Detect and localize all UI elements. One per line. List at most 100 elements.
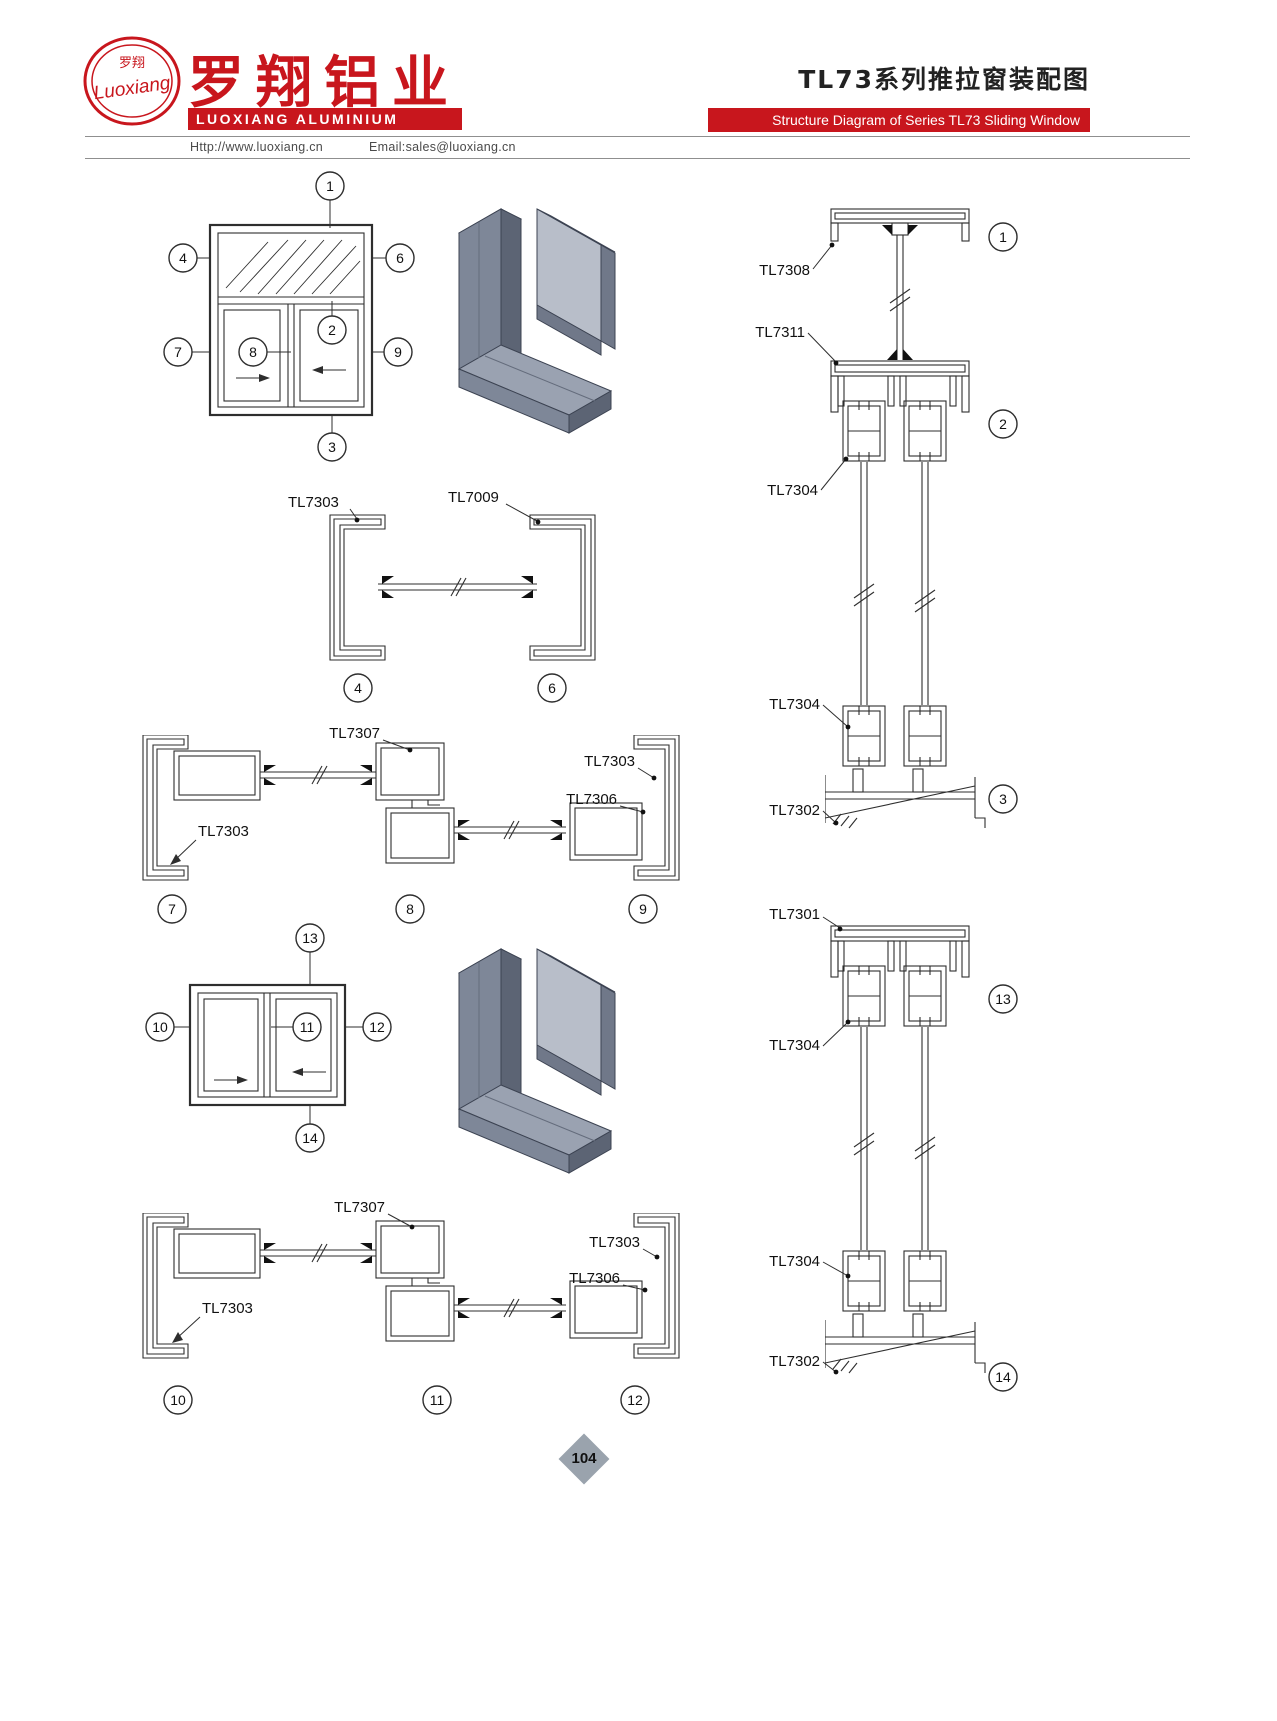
elevation-diagram-bottom: 13 10 11 12 14 — [145, 923, 392, 1153]
svg-text:TL7304: TL7304 — [767, 482, 818, 499]
logo-en-text: Luoxiang — [92, 73, 172, 105]
callout-3: 3 — [317, 432, 347, 462]
svg-text:TL7311: TL7311 — [755, 324, 805, 341]
svg-text:1: 1 — [999, 229, 1007, 245]
profile-tl7311 — [830, 360, 970, 413]
callout-11: 11 — [292, 1012, 322, 1042]
profile-tl7302 — [825, 768, 986, 829]
svg-text:TL7303: TL7303 — [584, 753, 635, 770]
slide-arrow-left — [214, 1076, 248, 1084]
label-tl7302: TL7302 — [769, 802, 839, 826]
elevation-diagram-top: 1 4 6 2 7 8 9 3 — [163, 171, 415, 462]
svg-text:14: 14 — [302, 1130, 318, 1146]
callout-4: 4 — [168, 243, 198, 273]
isometric-corner-view-bottom — [458, 948, 616, 1174]
profile-tl7302 — [825, 1313, 986, 1374]
svg-text:4: 4 — [179, 250, 187, 266]
svg-text:2: 2 — [999, 416, 1007, 432]
svg-text:7: 7 — [174, 344, 182, 360]
label-tl7301: TL7301 — [769, 906, 843, 932]
callout-14: 14 — [988, 1362, 1018, 1392]
label-tl7304-upper: TL7304 — [767, 456, 849, 499]
profile-tl7303-jamb — [329, 514, 386, 661]
svg-text:TL7303: TL7303 — [198, 823, 249, 840]
slide-arrow-right — [312, 366, 346, 374]
label-tl7306: TL7306 — [569, 1270, 648, 1293]
profile-tl7304-bottom-left — [842, 1250, 886, 1312]
callout-7: 7 — [157, 894, 187, 924]
svg-text:6: 6 — [396, 250, 404, 266]
svg-text:TL7303: TL7303 — [202, 1300, 253, 1317]
svg-text:TL7306: TL7306 — [566, 791, 617, 808]
callout-6: 6 — [385, 243, 415, 273]
slide-arrow-left — [236, 374, 270, 382]
page-title-en-bar: Structure Diagram of Series TL73 Sliding… — [708, 108, 1090, 132]
profile-tl7301 — [830, 925, 970, 978]
logo-cn-text: 罗翔 — [119, 55, 145, 70]
profile-tl7304-top-left — [842, 400, 886, 462]
callout-4: 4 — [343, 673, 373, 703]
svg-text:TL7303: TL7303 — [288, 494, 339, 511]
svg-text:TL7306: TL7306 — [569, 1270, 620, 1287]
svg-text:TL7304: TL7304 — [769, 696, 820, 713]
page-number: 104 — [571, 1450, 597, 1467]
isometric-corner-view-top — [458, 208, 616, 434]
svg-text:TL7304: TL7304 — [769, 1253, 820, 1270]
company-logo: 罗翔 Luoxiang — [83, 36, 181, 126]
label-tl7308: TL7308 — [759, 242, 835, 279]
glazing-gaskets — [382, 576, 533, 598]
label-tl7307: TL7307 — [334, 1199, 415, 1230]
label-tl7302: TL7302 — [769, 1353, 839, 1375]
slide-arrow-right — [292, 1068, 326, 1076]
profile-tl7304-top-right — [903, 400, 947, 462]
callout-leaders — [174, 952, 363, 1124]
svg-text:TL7307: TL7307 — [334, 1199, 385, 1216]
svg-text:12: 12 — [627, 1392, 643, 1408]
callout-10: 10 — [145, 1012, 175, 1042]
profile-tl7304-top-right — [903, 965, 947, 1027]
corner-profile-3d — [458, 208, 616, 434]
callout-11: 11 — [422, 1385, 452, 1415]
callout-9: 9 — [628, 894, 658, 924]
callout-7: 7 — [163, 337, 193, 367]
callout-14: 14 — [295, 1123, 325, 1153]
label-tl7304-lower: TL7304 — [769, 1253, 851, 1279]
callout-1: 1 — [988, 222, 1018, 252]
profile-tl7304-bottom-right — [903, 1250, 947, 1312]
svg-text:TL7302: TL7302 — [769, 802, 820, 819]
label-tl7304-lower: TL7304 — [769, 696, 851, 730]
svg-text:4: 4 — [354, 680, 362, 696]
svg-text:14: 14 — [995, 1369, 1011, 1385]
label-tl7009: TL7009 — [448, 489, 541, 525]
vertical-section-top: TL7308 TL7311 TL7304 TL7304 TL7302 1 2 3 — [755, 208, 1018, 829]
window-frame — [188, 983, 347, 1107]
brand-name-cn: 罗翔铝业 — [188, 51, 460, 116]
corner-profile-3d — [458, 948, 616, 1174]
svg-text:2: 2 — [328, 322, 336, 338]
vertical-section-bottom: TL7301 TL7304 TL7304 TL7302 13 14 — [769, 906, 1018, 1392]
svg-text:3: 3 — [999, 791, 1007, 807]
callout-2: 2 — [988, 409, 1018, 439]
profile-tl7308 — [830, 208, 970, 242]
callout-12: 12 — [362, 1012, 392, 1042]
glazing-gaskets — [887, 349, 913, 360]
svg-text:TL7302: TL7302 — [769, 1353, 820, 1370]
callout-leaders — [192, 200, 386, 433]
callout-8: 8 — [238, 337, 268, 367]
svg-text:TL7301: TL7301 — [769, 906, 820, 923]
svg-text:6: 6 — [548, 680, 556, 696]
window-frame — [208, 223, 374, 417]
label-tl7307: TL7307 — [329, 725, 413, 753]
svg-text:13: 13 — [302, 930, 318, 946]
glass-panes — [853, 462, 936, 705]
header-rule-bottom — [85, 158, 1190, 159]
callout-12: 12 — [620, 1385, 650, 1415]
callout-1: 1 — [315, 171, 345, 201]
callout-8: 8 — [395, 894, 425, 924]
horizontal-section-101112: TL7307 TL7303 TL7306 TL7303 10 11 12 — [142, 1199, 680, 1415]
svg-text:9: 9 — [394, 344, 402, 360]
callout-2: 2 — [317, 315, 347, 345]
page-title-cn: TL73系列推拉窗装配图 — [798, 65, 1090, 94]
